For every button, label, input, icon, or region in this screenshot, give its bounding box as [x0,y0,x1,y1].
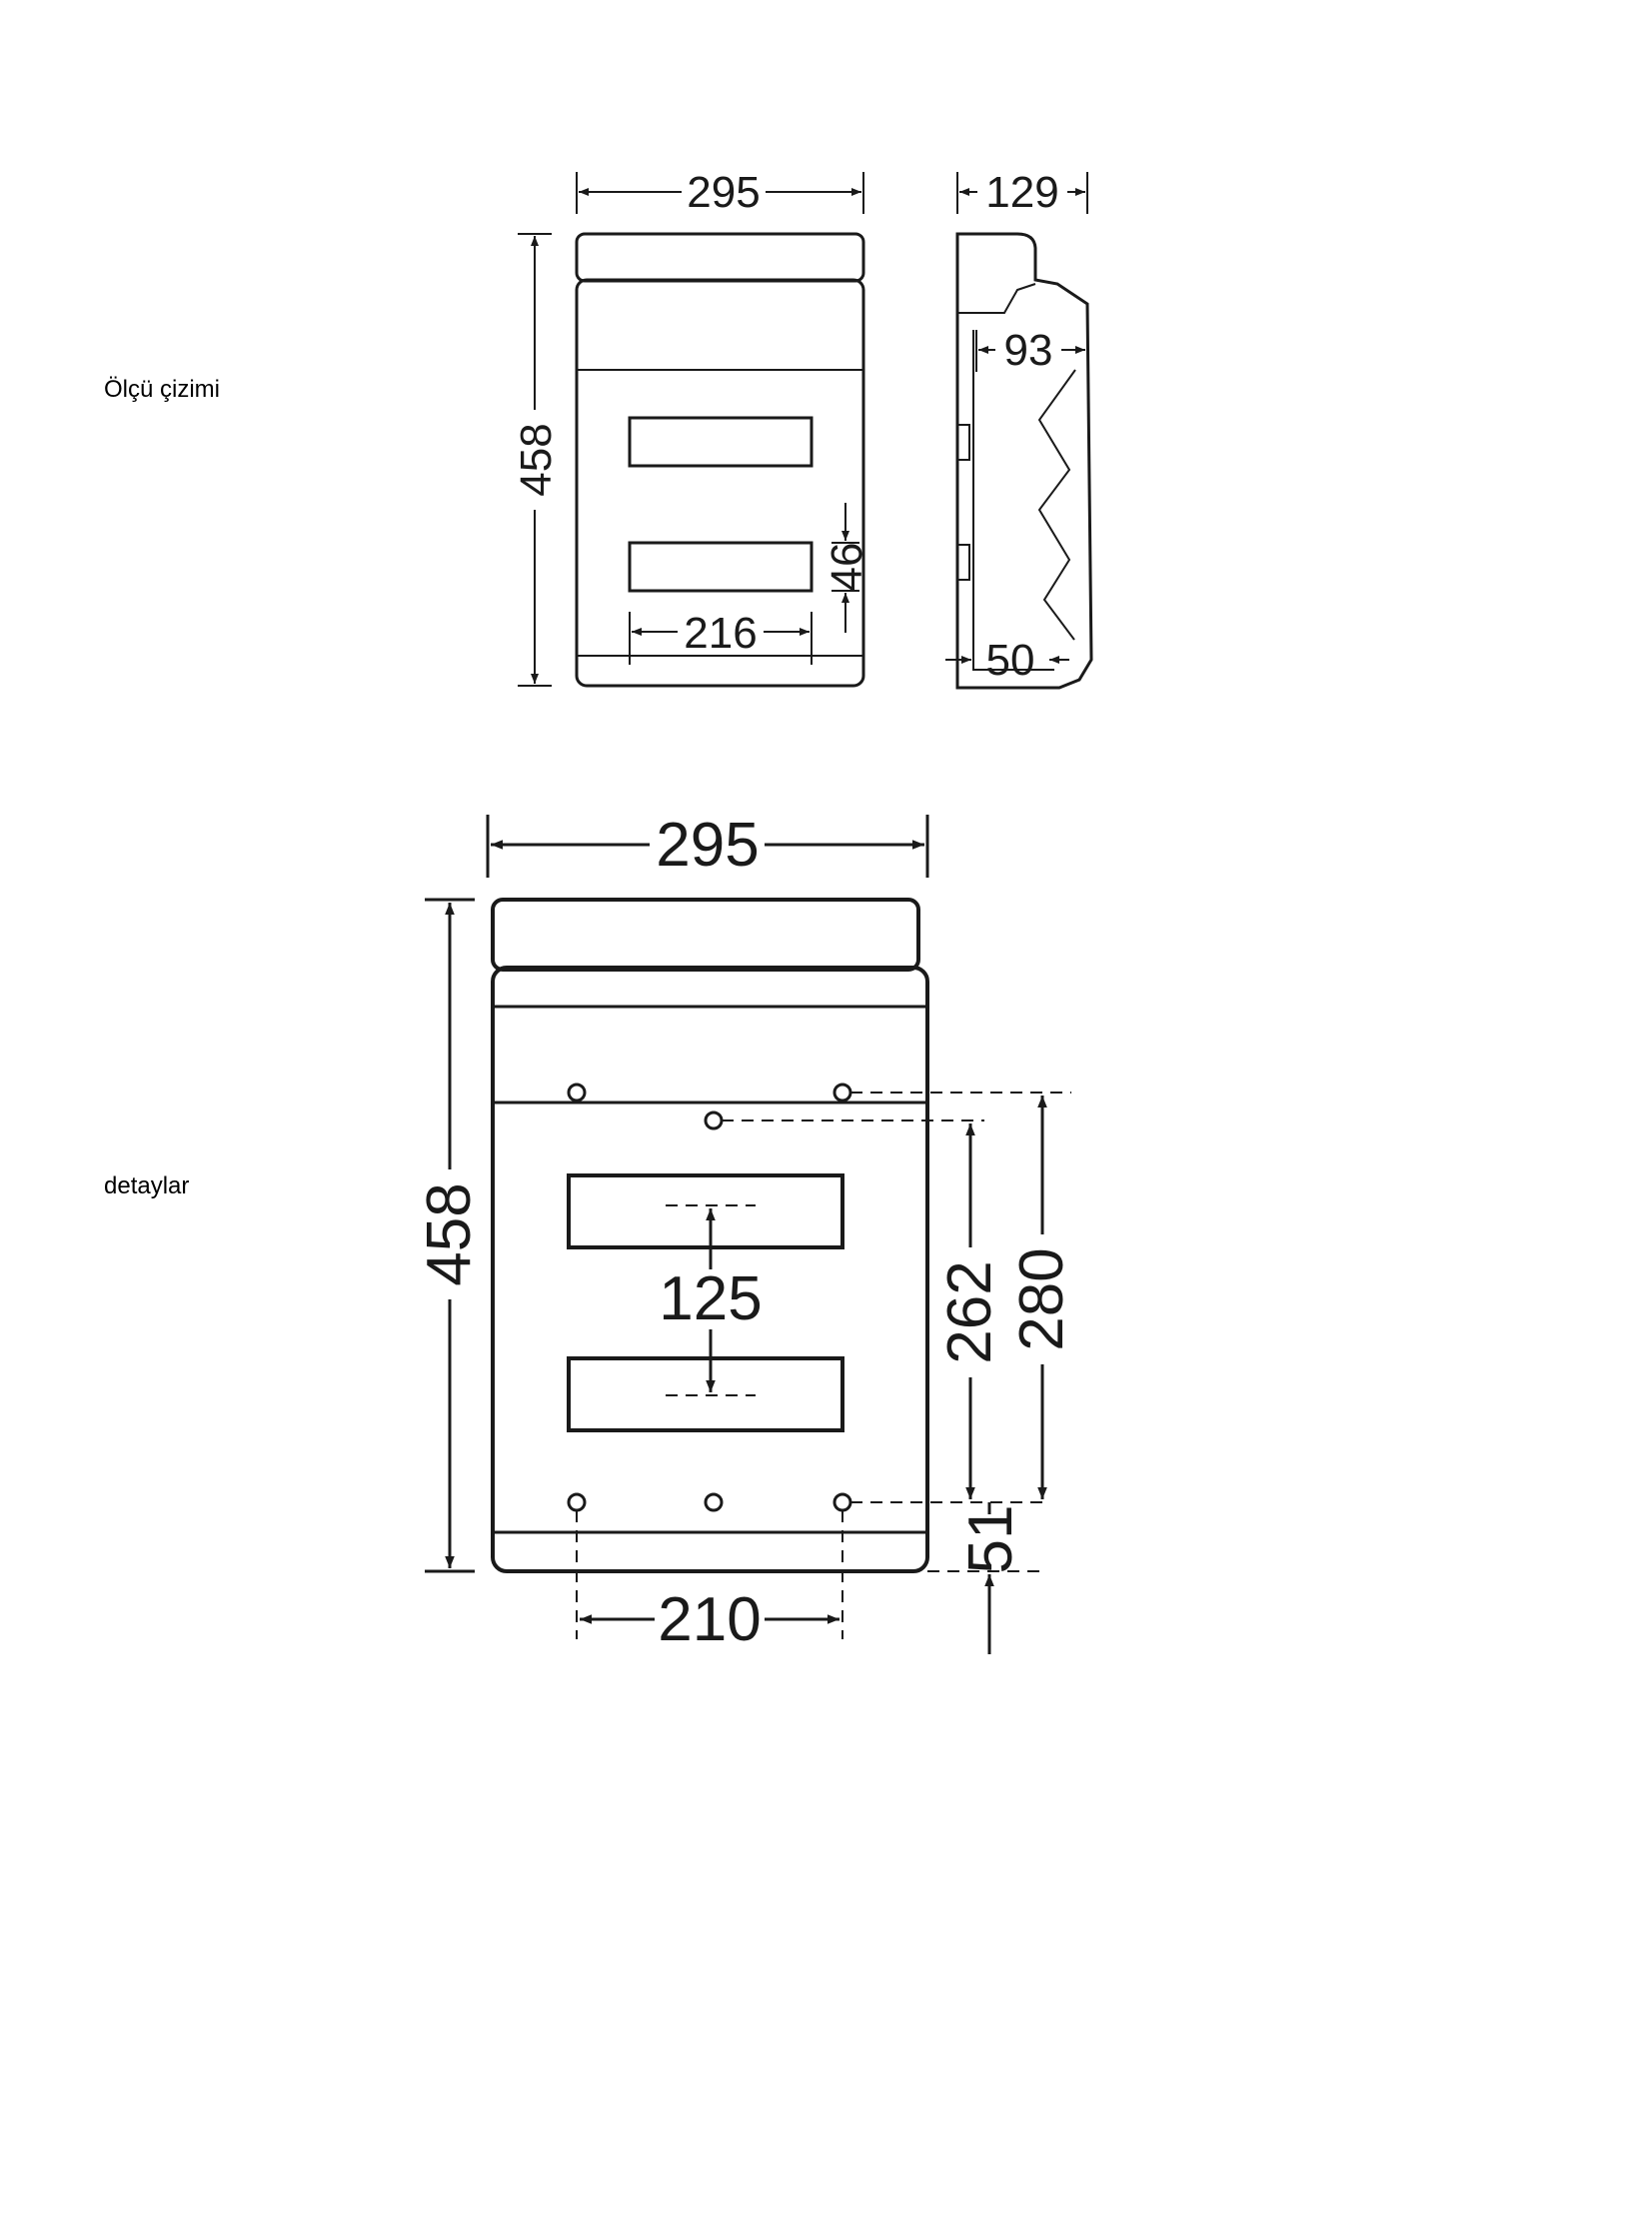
side-profile-wall [972,330,1054,671]
side-profile-outer [955,232,1093,690]
mount-hole-top-left [567,1083,587,1103]
mount-hole-top-right [832,1083,852,1103]
hole-vertical-280-label: 280 [1007,1247,1076,1350]
front-width-label: 295 [687,168,760,217]
mount-hole-bottom-center [704,1492,724,1512]
detail-height-dimension: 458 [415,898,484,1573]
side-profile-zigzag [1037,369,1076,641]
side-depth-label: 129 [985,168,1058,217]
mount-hole-bottom-left [567,1492,587,1512]
detail-window-upper [567,1173,844,1249]
window-height-label: 46 [823,543,871,592]
side-inner-depth-dimension: 93 [975,326,1085,375]
detail-height-label: 458 [415,1182,484,1285]
side-profile-inner [957,283,1036,314]
detail-view [491,898,1071,1639]
side-base-depth-label: 50 [986,636,1035,685]
mount-hole-top-center [704,1111,724,1130]
drawing-title: Ölçü çizimi [104,376,221,403]
window-spacing-dimension: 125 [659,1208,763,1392]
side-clip-lower [957,544,970,581]
window-spacing-label: 125 [659,1264,762,1333]
side-base-depth-dimension: 50 [945,636,1069,685]
detail-window-lower [567,1356,844,1432]
details-title: detaylar [104,1172,190,1199]
hole-vertical-262-label: 262 [935,1260,1004,1363]
detail-body [491,966,929,1573]
detail-width-label: 295 [656,811,759,880]
side-clip-upper [957,424,970,461]
detail-width-dimension: 295 [486,811,929,880]
side-inner-depth-label: 93 [1004,326,1053,375]
front-height-label: 458 [512,423,561,496]
front-body [575,278,865,688]
side-depth-dimension: 129 [956,168,1088,217]
side-view [955,232,1093,690]
hole-horizontal-label: 210 [658,1585,761,1654]
bottom-offset-label: 51 [956,1505,1025,1574]
window-width-dimension: 216 [629,609,813,665]
mount-hole-bottom-right [832,1492,852,1512]
detail-lid [491,898,920,972]
hole-horizontal-dimension: 210 [580,1585,839,1654]
front-lid [575,232,865,283]
bottom-offset-dimension: 51 [956,1502,1025,1654]
front-width-dimension: 295 [576,168,864,217]
window-width-label: 216 [684,609,757,658]
hole-vertical-dimension-280: 280 [1007,1096,1076,1499]
front-window-upper [628,416,814,468]
hole-vertical-dimension-262: 262 [935,1123,1004,1499]
window-height-dimension: 46 [823,503,871,633]
front-view [575,232,865,688]
front-window-lower [628,541,814,593]
front-height-dimension: 458 [512,233,561,687]
